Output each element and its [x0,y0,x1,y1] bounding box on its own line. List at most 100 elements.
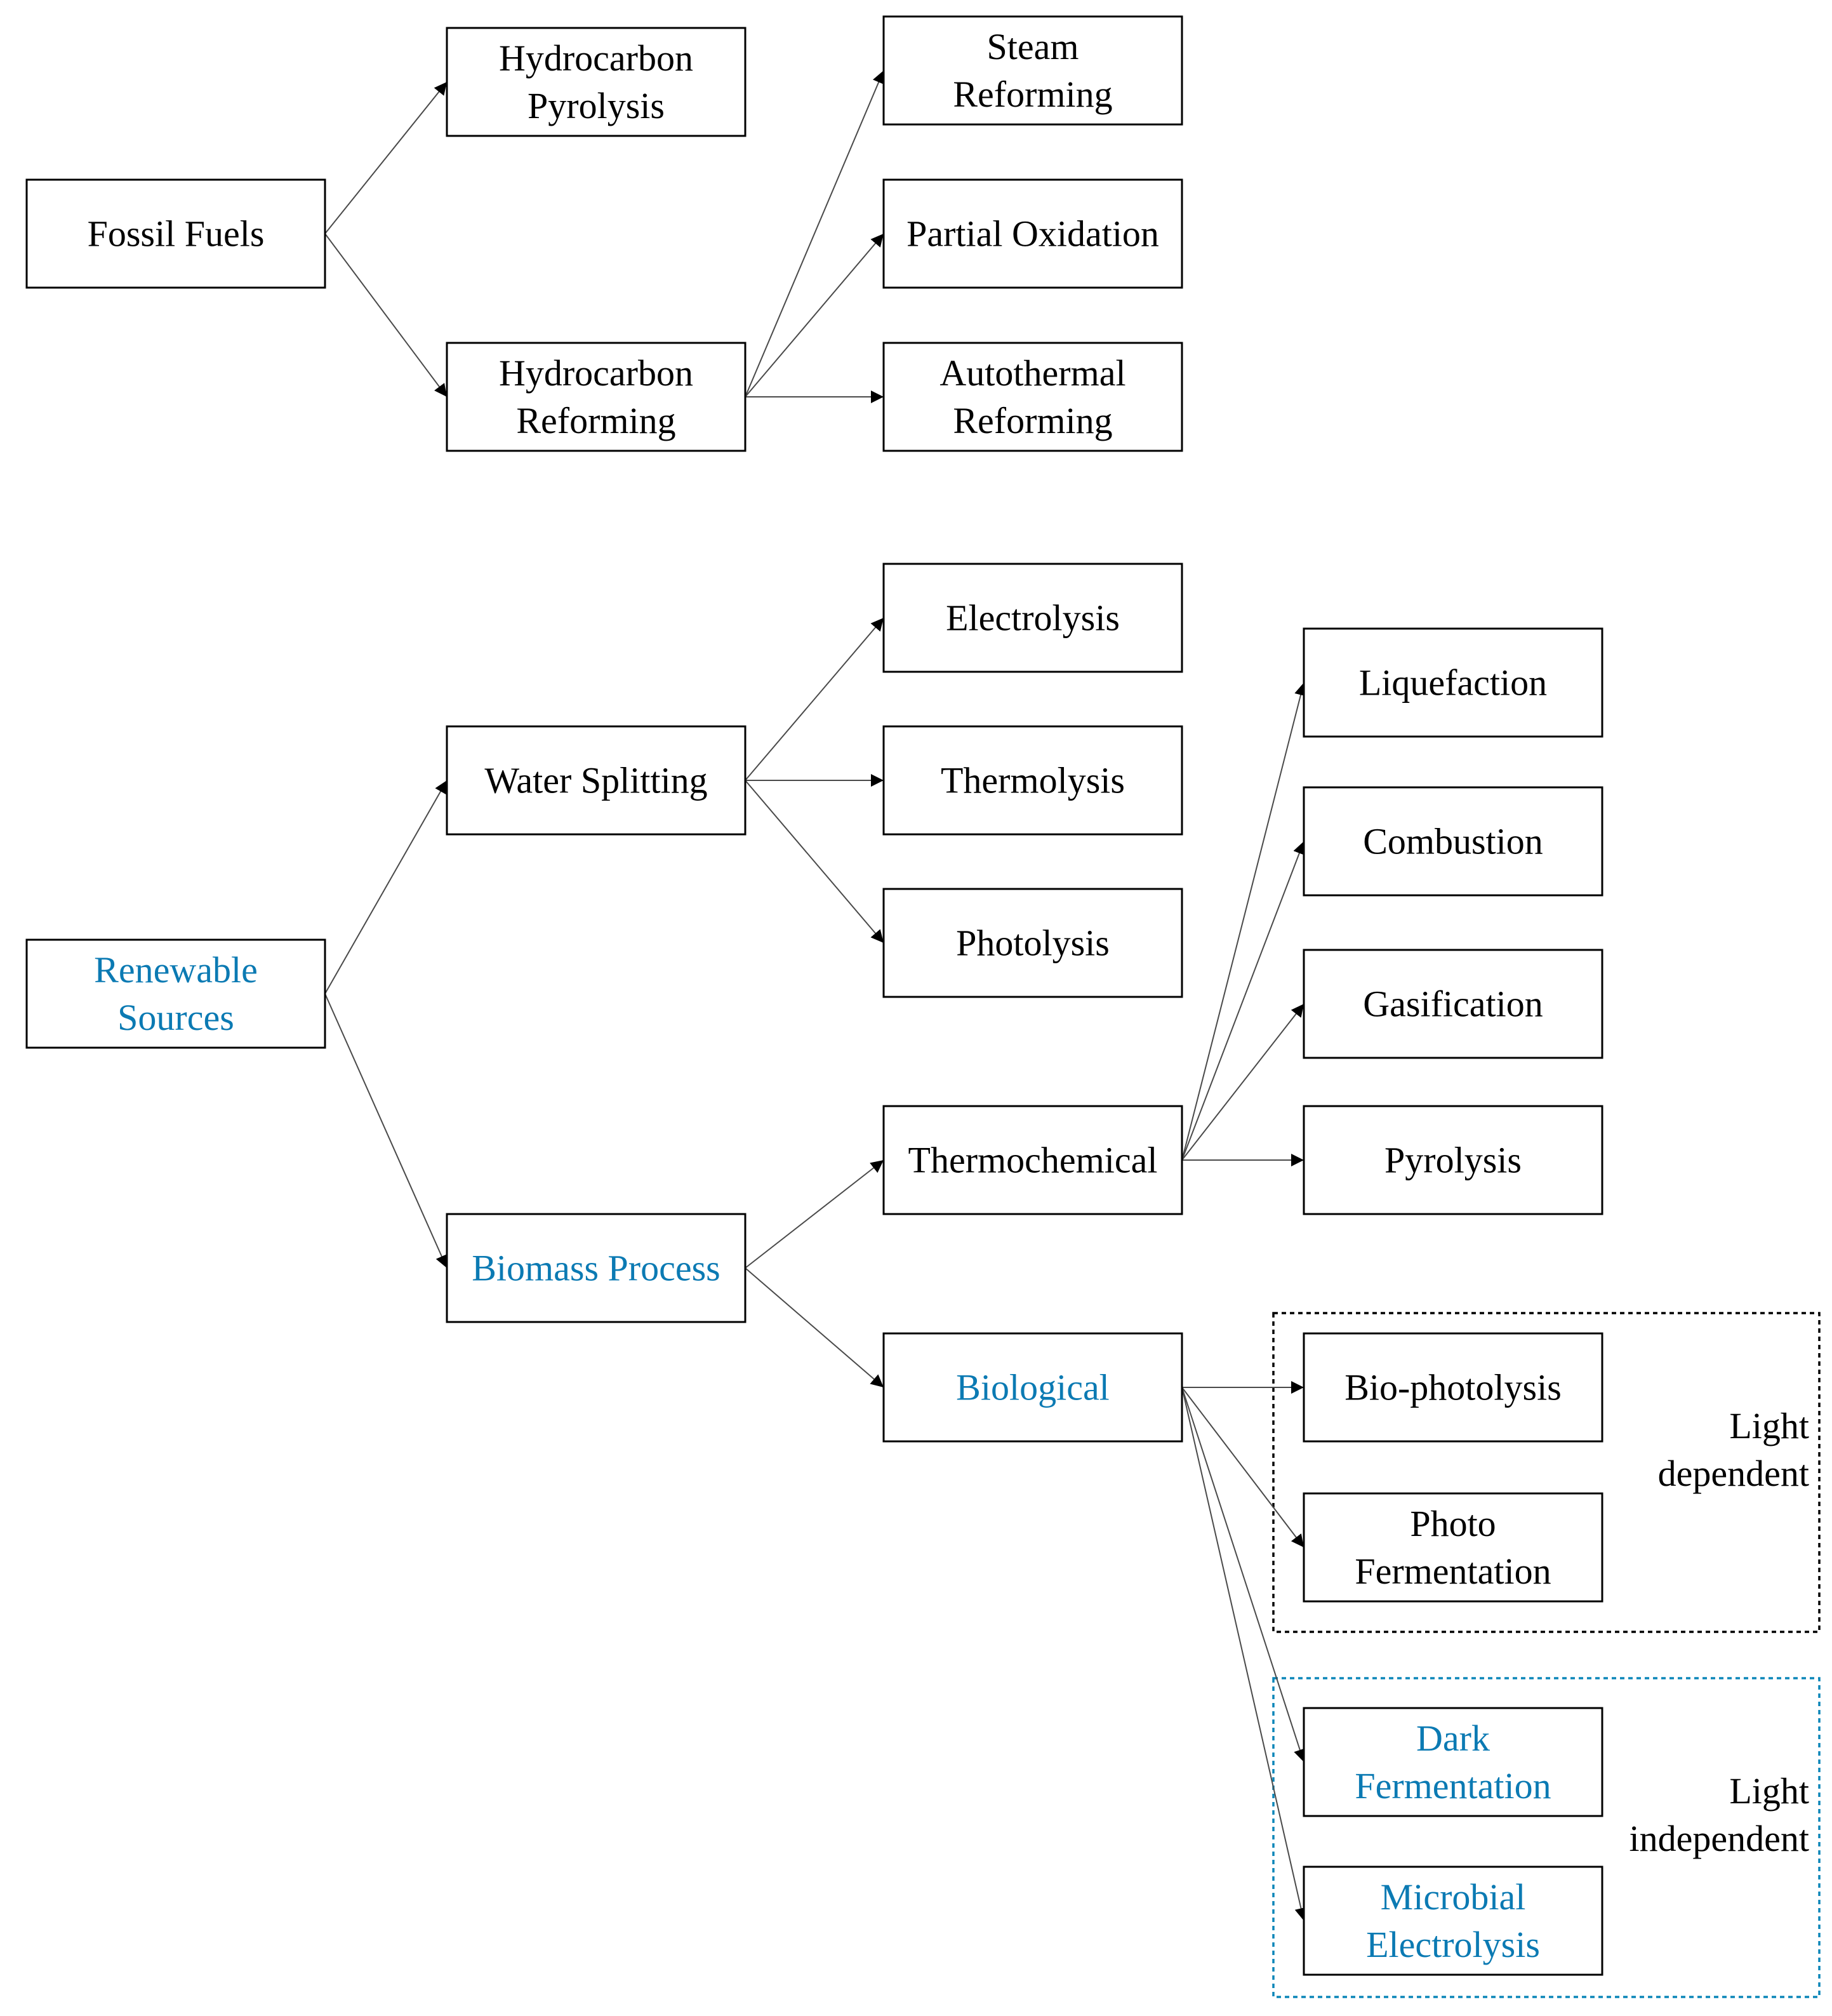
group-label-line: Light [1729,1405,1809,1446]
edges-layer [324,70,1308,1921]
node-label-line: Pyrolysis [1384,1140,1522,1181]
arrow-fossil-fuels-to-hydrocarbon-reforming [324,233,448,397]
group-box-light-independent [1272,1677,1821,1998]
node-label: Pyrolysis [1384,1140,1522,1181]
node-box [1303,1707,1603,1817]
node-label-line: Fermentation [1355,1551,1551,1592]
node-box [446,725,747,836]
node-label: Combustion [1363,821,1543,862]
node-label-line: Renewable [94,949,258,991]
node-label-line: Hydrocarbon [499,352,693,394]
node-label-line: Water Splitting [484,760,707,801]
node-label-line: Microbial [1381,1876,1526,1918]
node-label-line: Dark [1416,1718,1490,1759]
node-bio-photolysis: Bio-photolysis [1303,1332,1603,1443]
node-label: Gasification [1363,984,1543,1025]
node-water-splitting: Water Splitting [446,725,747,836]
node-label-line: Fossil Fuels [88,213,265,255]
group-label-line: independent [1630,1818,1809,1859]
node-box [1303,1332,1603,1443]
node-label-line: Pyrolysis [528,85,665,126]
node-label-line: Thermolysis [941,760,1125,801]
node-gasification: Gasification [1303,949,1603,1059]
node-label-line: Electrolysis [946,597,1120,639]
node-label-line: Bio-photolysis [1344,1367,1562,1408]
node-label: Thermochemical [908,1140,1158,1181]
node-label-line: Partial Oxidation [906,213,1159,255]
node-box [25,938,326,1049]
node-label-line: Hydrocarbon [499,37,693,79]
node-box [1303,627,1603,738]
arrow-biological-to-photo-fermentation [1181,1387,1304,1548]
node-label-line: Biological [956,1367,1110,1408]
node-label-line: Reforming [953,74,1112,115]
arrow-thermochemical-to-combustion [1181,841,1306,1161]
node-pyrolysis: Pyrolysis [1303,1105,1603,1215]
arrow-water-splitting-to-photolysis [745,780,884,944]
node-fossil-fuels: Fossil Fuels [25,178,326,289]
group-label-light-dependent: Light dependent [1658,1405,1809,1494]
node-box [446,1213,747,1323]
node-box [1303,1105,1603,1215]
node-box [1303,949,1603,1059]
node-liquefaction: Liquefaction [1303,627,1603,738]
node-label-line: Steam [987,26,1079,67]
node-label: Liquefaction [1359,662,1547,704]
node-box [446,27,747,137]
arrow-water-splitting-to-electrolysis [745,617,884,781]
group-box-light-dependent [1272,1312,1821,1633]
arrow-biomass-process-to-biological [745,1267,884,1388]
arrow-thermochemical-to-liquefaction [1181,682,1307,1161]
node-thermochemical: Thermochemical [882,1105,1183,1215]
arrow-hydrocarbon-reforming-to-steam-reforming [745,70,885,397]
node-box [1303,1492,1603,1603]
node-label-line: Reforming [953,400,1112,441]
node-label-line: Biomass Process [472,1248,720,1289]
node-electrolysis: Electrolysis [882,563,1183,673]
node-box [882,563,1183,673]
node-label: Biomass Process [472,1248,720,1289]
arrow-hydrocarbon-reforming-to-partial-oxidation [745,233,884,397]
node-label-line: Thermochemical [908,1140,1158,1181]
node-label: Fossil Fuels [88,213,265,255]
node-biomass-process: Biomass Process [446,1213,747,1323]
arrow-renewable-sources-to-water-splitting [324,780,448,994]
node-box [882,1105,1183,1215]
node-box [882,888,1183,998]
group-light-dependent: Light dependent [1272,1312,1821,1633]
arrow-biological-to-microbial-electrolysis [1181,1387,1308,1921]
node-combustion: Combustion [1303,786,1603,897]
node-box [882,342,1183,452]
node-box [25,178,326,289]
node-box [882,725,1183,836]
arrow-biomass-process-to-thermochemical [745,1159,884,1269]
node-label-line: Reforming [516,400,675,441]
arrow-renewable-sources-to-biomass-process [324,993,448,1269]
node-label: Partial Oxidation [906,213,1159,255]
node-label: Photolysis [956,923,1110,964]
node-box [1303,786,1603,897]
node-biological: Biological [882,1332,1183,1443]
arrow-biological-to-dark-fermentation [1181,1387,1306,1763]
node-label-line: Combustion [1363,821,1543,862]
node-label-line: Liquefaction [1359,662,1547,704]
arrow-fossil-fuels-to-hydrocarbon-pyrolysis [324,81,448,234]
group-label-line: dependent [1658,1453,1809,1494]
node-label-line: Electrolysis [1366,1924,1540,1965]
node-box [882,15,1183,126]
node-label-line: Autothermal [939,352,1125,394]
